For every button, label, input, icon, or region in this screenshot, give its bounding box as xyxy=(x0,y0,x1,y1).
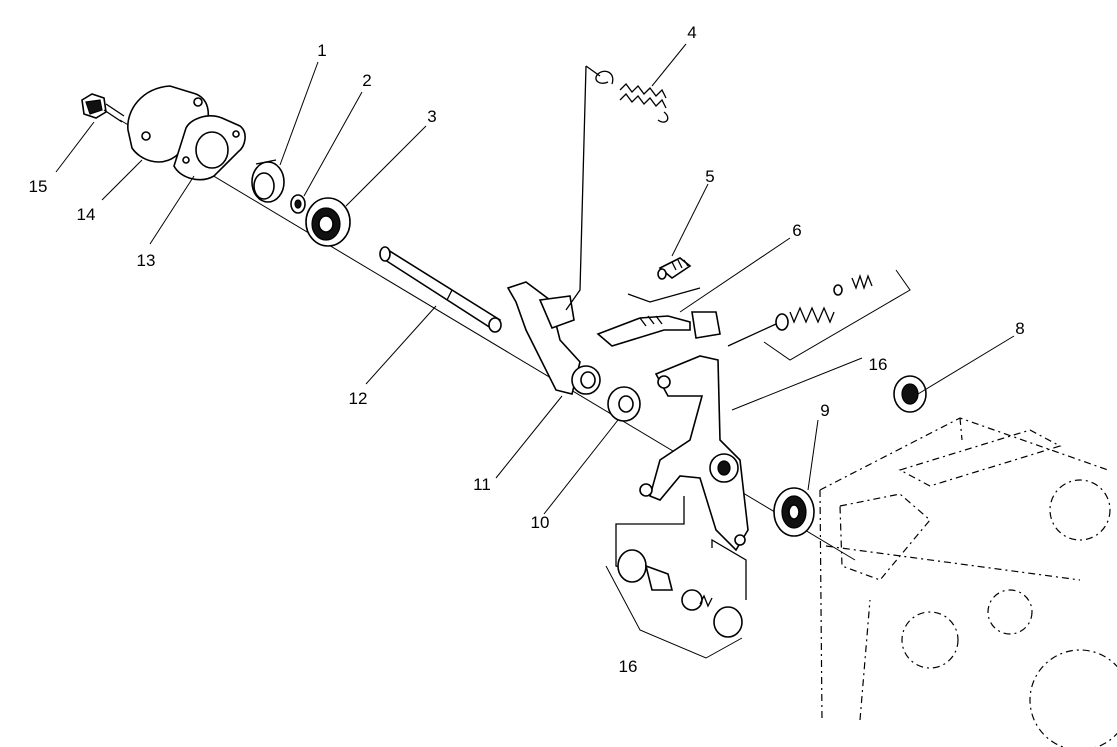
part-2-snap-ring xyxy=(290,194,306,214)
callout-11: 11 xyxy=(473,475,491,494)
part-15-bolt xyxy=(81,93,125,123)
callout-8: 8 xyxy=(1015,319,1024,338)
callout-13: 13 xyxy=(137,251,156,270)
callout-14: 14 xyxy=(77,205,96,224)
part-11-lever-arm xyxy=(506,281,601,395)
callout-6: 6 xyxy=(792,221,801,240)
part-16-spring-set-upper xyxy=(727,273,873,347)
callout-1: 1 xyxy=(317,41,326,60)
part-3-bearing xyxy=(305,197,351,247)
part-9-bearing xyxy=(773,487,815,537)
part-5-screw xyxy=(657,257,692,280)
governor-lever xyxy=(639,355,749,552)
engine-case xyxy=(819,417,1117,747)
part-4-spring xyxy=(565,65,669,311)
callout-16-lower: 16 xyxy=(619,657,638,676)
part-10-washer xyxy=(607,386,641,422)
callout-15: 15 xyxy=(29,177,48,196)
callout-10: 10 xyxy=(531,513,550,532)
part-8-bushing xyxy=(893,375,927,413)
part-12-shaft xyxy=(379,246,502,333)
callout-16-upper: 16 xyxy=(869,355,888,374)
part-13-gasket xyxy=(173,115,246,181)
callout-3: 3 xyxy=(427,107,436,126)
callout-2: 2 xyxy=(362,71,371,90)
callout-9: 9 xyxy=(820,401,829,420)
part-16-pin-set-lower xyxy=(615,496,747,638)
part-1-seal xyxy=(251,159,285,203)
callout-5: 5 xyxy=(705,167,714,186)
shaft-centerline xyxy=(119,119,856,561)
leader-lines xyxy=(55,43,1015,659)
callout-4: 4 xyxy=(687,23,696,42)
part-6-bracket xyxy=(596,287,721,347)
callout-12: 12 xyxy=(349,389,368,408)
